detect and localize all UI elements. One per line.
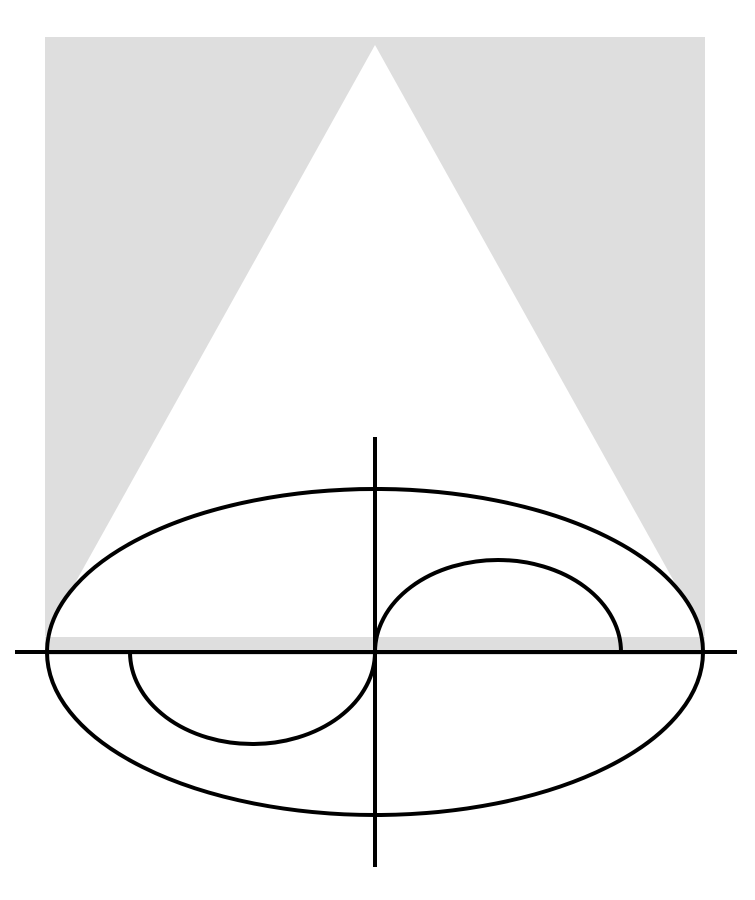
cone-white-region [45,45,705,637]
s-curve [128,558,623,746]
